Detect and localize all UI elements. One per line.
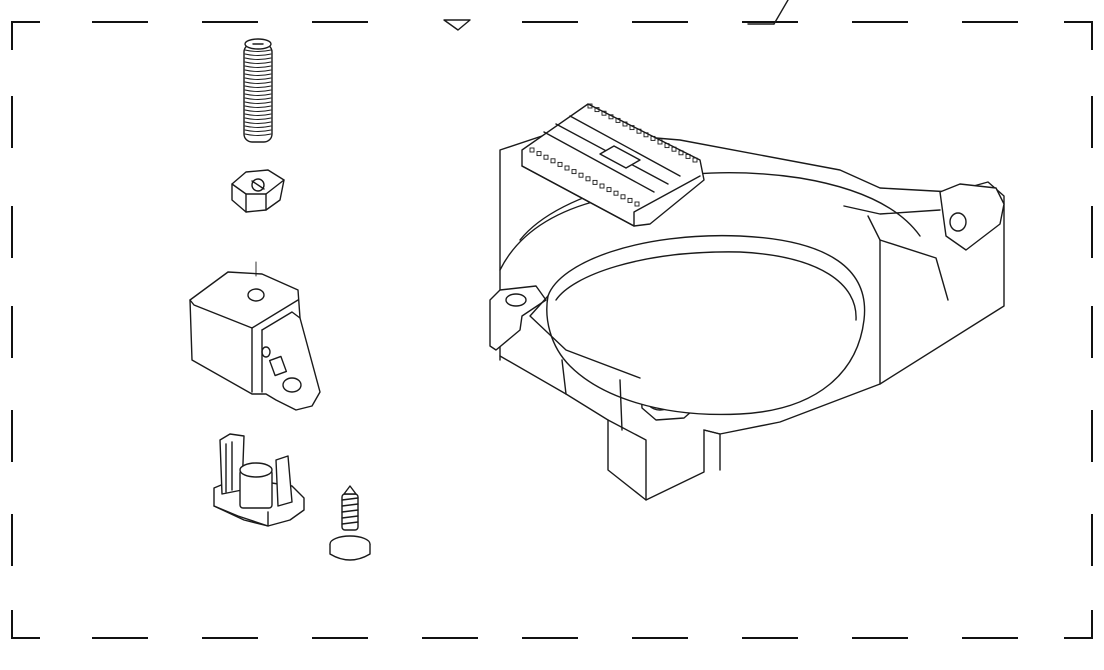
leader-line (747, 0, 789, 25)
needle-plate-base-part (489, 129, 1005, 501)
tapping-screw-part (329, 485, 371, 561)
hex-nut-part (231, 169, 285, 213)
set-screw-part (243, 38, 273, 143)
bracket-part (189, 261, 321, 411)
clip-holder-part (213, 433, 305, 527)
dashed-frame (11, 21, 1093, 639)
feed-dog-part (521, 103, 705, 227)
part-fragment (443, 19, 471, 31)
